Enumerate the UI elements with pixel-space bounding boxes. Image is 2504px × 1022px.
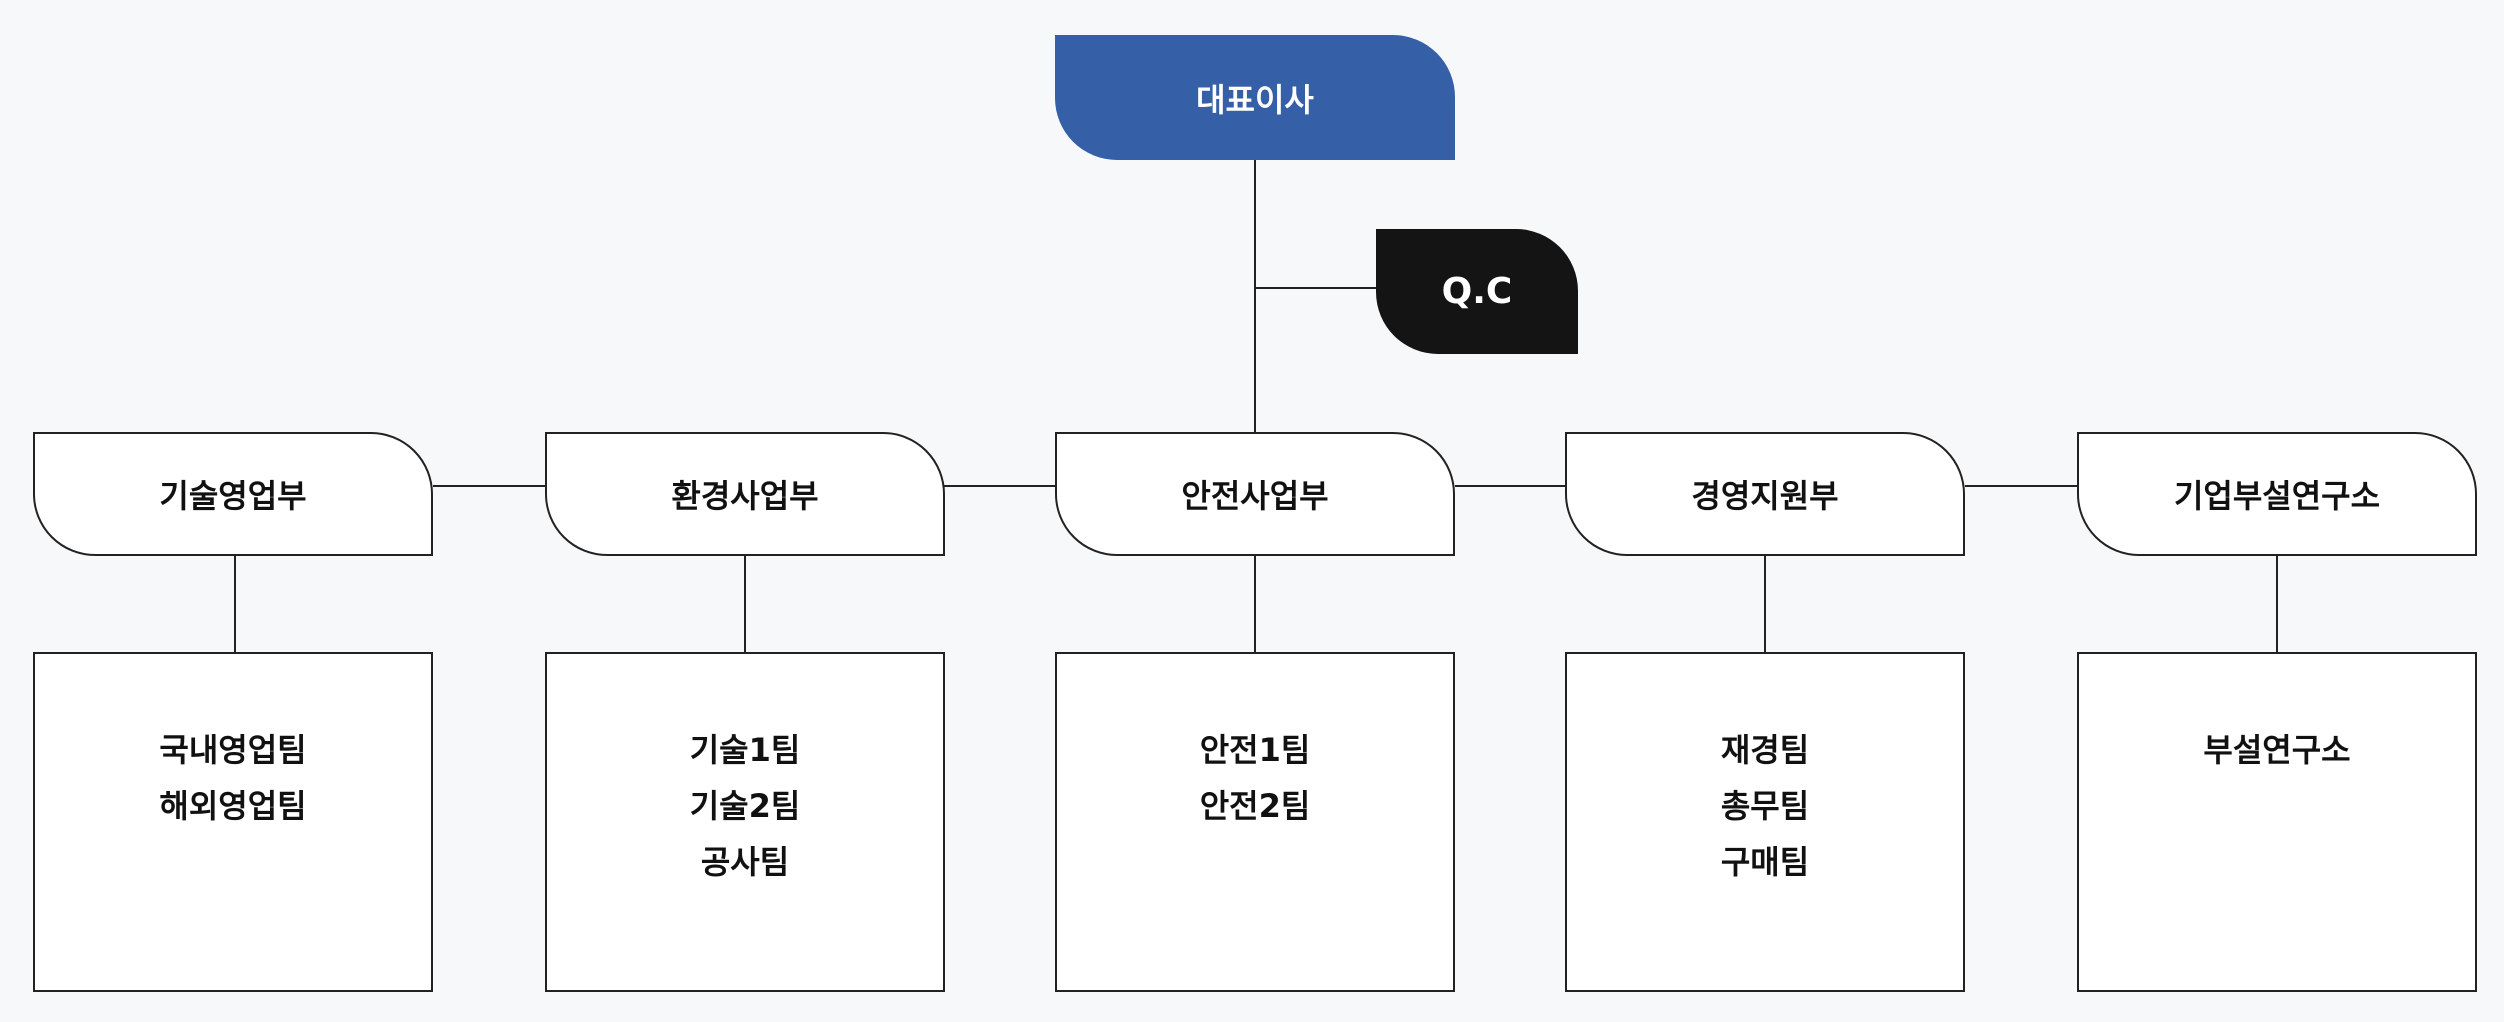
- team-box-research-institute: 부설연구소: [2077, 652, 2477, 992]
- team-list: 기술1팀 기술2팀 공사팀: [690, 722, 801, 890]
- dept-label: 경영지원부: [1691, 477, 1839, 515]
- team-list: 국내영업팀 해외영업팀: [159, 722, 306, 834]
- dept-box-research-institute: 기업부설연구소: [2077, 432, 2477, 556]
- dept-box-environment: 환경사업부: [545, 432, 945, 556]
- team-item: 기술1팀: [689, 731, 801, 769]
- team-list: 재경팀 총무팀 구매팀: [1721, 722, 1809, 890]
- team-item: 총무팀: [1720, 787, 1810, 825]
- team-box-management-support: 재경팀 총무팀 구매팀: [1565, 652, 1965, 992]
- team-item: 국내영업팀: [159, 731, 307, 769]
- qc-box: Q.C: [1376, 229, 1578, 354]
- qc-label: Q.C: [1441, 271, 1513, 312]
- team-item: 공사팀: [700, 843, 790, 881]
- team-item: 기술2팀: [689, 787, 801, 825]
- dept-label: 기업부설연구소: [2173, 477, 2381, 515]
- dept-label: 안전사업부: [1181, 477, 1329, 515]
- ceo-box: 대표이사: [1055, 35, 1455, 160]
- team-box-safety: 안전1팀 안전2팀: [1055, 652, 1455, 992]
- team-item: 안전2팀: [1199, 787, 1311, 825]
- team-box-tech-sales: 국내영업팀 해외영업팀: [33, 652, 433, 992]
- team-list: 안전1팀 안전2팀: [1200, 722, 1311, 834]
- team-item: 안전1팀: [1199, 731, 1311, 769]
- team-item: 구매팀: [1720, 843, 1810, 881]
- team-box-environment: 기술1팀 기술2팀 공사팀: [545, 652, 945, 992]
- team-list: 부설연구소: [2203, 722, 2350, 778]
- team-item: 재경팀: [1720, 731, 1810, 769]
- dept-box-management-support: 경영지원부: [1565, 432, 1965, 556]
- ceo-label: 대표이사: [1196, 80, 1314, 119]
- dept-box-safety: 안전사업부: [1055, 432, 1455, 556]
- team-item: 부설연구소: [2203, 731, 2351, 769]
- dept-box-tech-sales: 기술영업부: [33, 432, 433, 556]
- team-item: 해외영업팀: [159, 787, 307, 825]
- dept-label: 기술영업부: [159, 477, 307, 515]
- dept-label: 환경사업부: [671, 477, 819, 515]
